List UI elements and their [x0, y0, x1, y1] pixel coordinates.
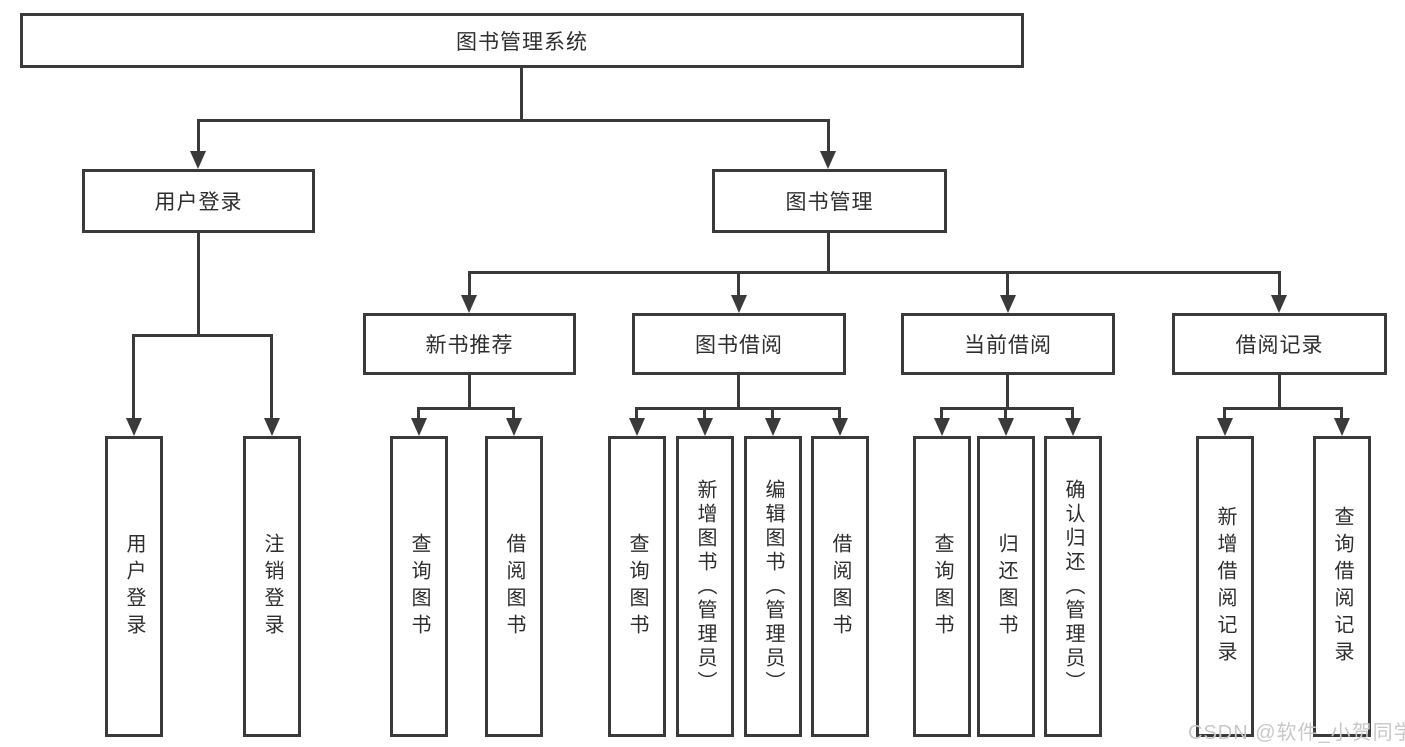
leaf-borrow-query-books: 查询图书 — [608, 436, 666, 737]
connector-drop-line — [1223, 407, 1226, 418]
arrowhead-icon — [629, 418, 645, 436]
leaf-records-query-record: 查询借阅记录 — [1313, 436, 1371, 737]
node-borrow-records: 借阅记录 — [1172, 313, 1387, 375]
leaf-records-add-record: 新增借阅记录 — [1196, 436, 1254, 737]
connector-drop-line — [132, 334, 135, 418]
connector-drop-line — [703, 407, 706, 418]
arrowhead-icon — [1000, 295, 1016, 313]
connector-drop-line — [512, 407, 515, 418]
connector-drop-line — [468, 271, 471, 295]
connector-drop-line — [1071, 407, 1074, 418]
arrowhead-icon — [1217, 418, 1233, 436]
arrowhead-icon — [934, 418, 950, 436]
connector-drop-line — [827, 119, 830, 151]
connector-current-rail — [940, 407, 1074, 410]
connector-drop-line — [737, 271, 740, 295]
leaf-borrow-borrow-books: 借阅图书 — [811, 436, 869, 737]
arrowhead-icon — [264, 418, 280, 436]
connector-drop-line — [417, 407, 420, 418]
arrowhead-icon — [461, 295, 477, 313]
connector-drop-line — [771, 407, 774, 418]
connector-borrow-stem — [737, 375, 740, 410]
node-current-borrow: 当前借阅 — [901, 313, 1115, 375]
leaf-current-return-books: 归还图书 — [977, 436, 1035, 737]
arrowhead-icon — [1271, 295, 1287, 313]
arrowhead-icon — [820, 151, 836, 169]
arrowhead-icon — [832, 418, 848, 436]
connector-records-stem — [1278, 375, 1281, 410]
connector-drop-line — [1278, 271, 1281, 295]
node-user-login: 用户登录 — [82, 169, 315, 233]
arrowhead-icon — [190, 151, 206, 169]
connector-user-login-stem — [197, 233, 200, 337]
connector-drop-line — [838, 407, 841, 418]
arrowhead-icon — [1334, 418, 1350, 436]
leaf-recommend-borrow-books: 借阅图书 — [485, 436, 543, 737]
node-book-borrow: 图书借阅 — [632, 313, 846, 375]
arrowhead-icon — [506, 418, 522, 436]
connector-drop-line — [270, 334, 273, 418]
leaf-borrow-edit-books-admin: 编辑图书（管理员） — [744, 436, 802, 737]
connector-drop-line — [1004, 407, 1007, 418]
connector-records-rail — [1223, 407, 1343, 410]
leaf-recommend-query-books: 查询图书 — [390, 436, 448, 737]
connector-root-rail — [197, 119, 830, 122]
arrowhead-icon — [731, 295, 747, 313]
connector-drop-line — [940, 407, 943, 418]
connector-drop-line — [635, 407, 638, 418]
arrowhead-icon — [411, 418, 427, 436]
leaf-user-login: 用户登录 — [105, 436, 163, 737]
leaf-logout: 注销登录 — [243, 436, 301, 737]
connector-recommend-stem — [468, 375, 471, 410]
connector-borrow-rail — [635, 407, 841, 410]
leaf-current-confirm-return-admin: 确认归还（管理员） — [1044, 436, 1102, 737]
node-new-book-recommend: 新书推荐 — [363, 313, 576, 375]
arrowhead-icon — [126, 418, 142, 436]
connector-root-stem — [520, 68, 523, 122]
connector-drop-line — [1340, 407, 1343, 418]
connector-user-login-rail — [132, 334, 273, 337]
node-root: 图书管理系统 — [20, 13, 1024, 68]
connector-recommend-rail — [417, 407, 515, 410]
arrowhead-icon — [998, 418, 1014, 436]
watermark: CSDN @软件_小贺同学 — [1188, 722, 1405, 744]
connector-book-management-rail — [468, 271, 1281, 274]
connector-drop-line — [1006, 271, 1009, 295]
connector-drop-line — [197, 119, 200, 151]
connector-current-stem — [1006, 375, 1009, 410]
connector-book-management-stem — [827, 233, 830, 274]
arrowhead-icon — [697, 418, 713, 436]
leaf-current-query-books: 查询图书 — [913, 436, 971, 737]
node-book-management: 图书管理 — [712, 169, 947, 233]
arrowhead-icon — [765, 418, 781, 436]
leaf-borrow-add-books-admin: 新增图书（管理员） — [676, 436, 734, 737]
arrowhead-icon — [1065, 418, 1081, 436]
